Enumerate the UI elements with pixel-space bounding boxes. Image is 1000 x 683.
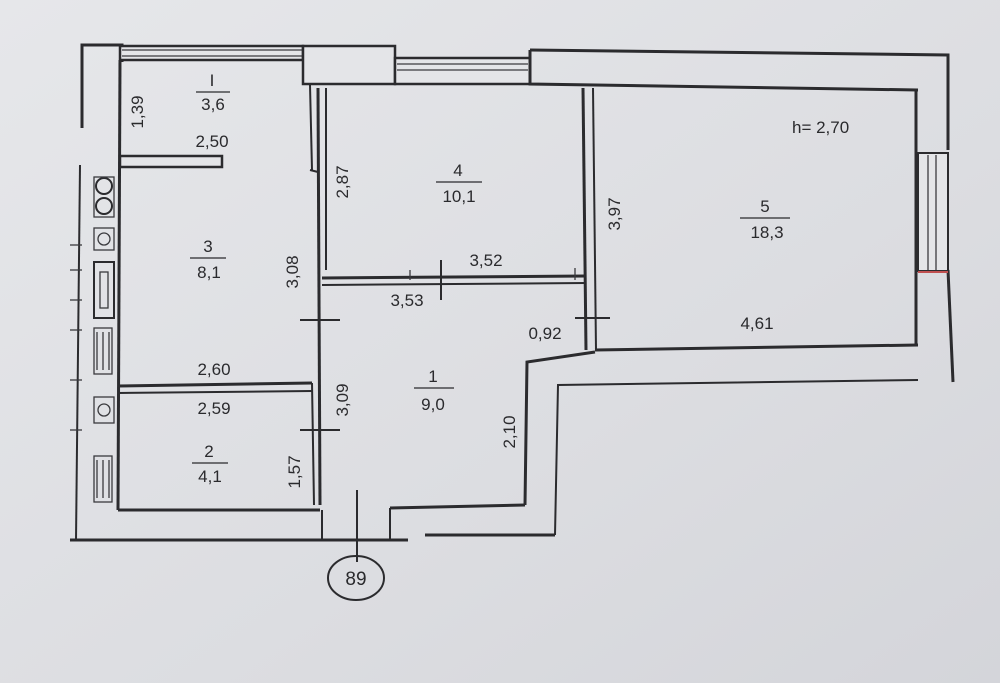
kitchen-fixtures [70,176,115,503]
room-3-number: 3 [203,237,212,256]
dim-3-97: 3,97 [605,197,624,230]
room-5-area: 18,3 [750,223,783,242]
dim-2-87: 2,87 [333,165,352,198]
room-2-area: 4,1 [198,467,222,486]
ceiling-height-label: h= 2,70 [792,118,849,137]
room-3-area: 8,1 [197,263,221,282]
room-2-number: 2 [204,442,213,461]
dim-2-50: 2,50 [195,132,228,151]
room-4-number: 4 [453,161,462,180]
room-labels: I 3,6 3 8,1 4 10,1 5 18,3 1 9,0 2 4,1 h=… [190,71,849,486]
dim-1-39: 1,39 [128,95,147,128]
outer-walls [70,43,955,542]
dim-3-08: 3,08 [283,255,302,288]
dimension-labels: 1,39 2,50 2,87 3,08 3,52 3,53 3,97 0,92 … [128,95,774,488]
dim-3-53: 3,53 [390,291,423,310]
room-I-number: I [210,71,215,90]
dim-4-61: 4,61 [740,314,773,333]
room-4-area: 10,1 [442,187,475,206]
room-1-area: 9,0 [421,395,445,414]
room-1-number: 1 [428,367,437,386]
room-5-number: 5 [760,197,769,216]
building-number-circle [327,555,385,601]
dim-1-57: 1,57 [285,455,304,488]
dim-2-10: 2,10 [500,415,519,448]
dim-0-92: 0,92 [528,324,561,343]
building-number: 89 [345,569,366,590]
dimension-ticks [300,260,610,431]
dim-3-09: 3,09 [333,383,352,416]
dim-3-52: 3,52 [469,251,502,270]
dim-2-60: 2,60 [197,360,230,379]
interior-walls [117,84,597,506]
dim-2-59: 2,59 [197,399,230,418]
entrance: 89 [321,490,391,601]
room-I-area: 3,6 [201,95,225,114]
